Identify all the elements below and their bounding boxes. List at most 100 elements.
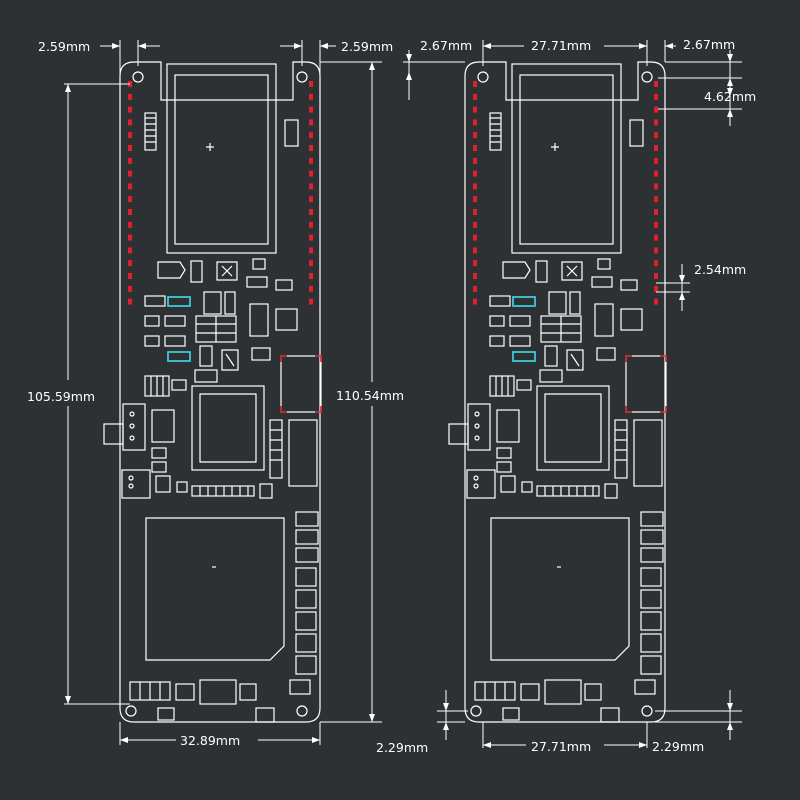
- header-pin: [654, 273, 658, 279]
- right-display-module: [511, 63, 622, 254]
- header-pin: [128, 132, 132, 139]
- dim-right-bottom-left-hole: 2.29mm: [376, 740, 428, 755]
- left-smd-top-left: [144, 112, 157, 151]
- dimension-arrowheads: [65, 43, 733, 748]
- header-pin: [309, 298, 313, 305]
- right-hole-top-right: [641, 71, 653, 83]
- header-pin: [473, 119, 477, 126]
- header-pin: [128, 234, 132, 241]
- right-display-center-mark: [551, 143, 559, 151]
- header-pin: [473, 132, 477, 139]
- left-hole-bottom-right: [296, 705, 308, 717]
- header-pin: [473, 247, 477, 254]
- header-pin: [309, 81, 313, 87]
- header-pin: [473, 221, 477, 228]
- left-usb-connector: [280, 355, 322, 413]
- header-pin: [128, 93, 132, 100]
- dim-left-inner-height: 105.59mm: [27, 389, 95, 404]
- header-pin: [128, 209, 132, 215]
- dim-right-pin-pitch: 2.54mm: [694, 262, 746, 277]
- header-pin: [309, 132, 313, 139]
- header-pin: [128, 221, 132, 228]
- header-pin: [654, 81, 658, 87]
- dim-left-board-width: 32.89mm: [180, 733, 240, 748]
- header-pin: [473, 273, 477, 279]
- header-pin: [309, 273, 313, 279]
- header-pin: [473, 260, 477, 267]
- header-pin: [654, 157, 658, 164]
- header-pin: [309, 106, 313, 113]
- header-pin: [473, 81, 477, 87]
- header-pin: [128, 145, 132, 151]
- header-pin: [128, 260, 132, 267]
- header-pin: [309, 209, 313, 215]
- right-display-window: [519, 74, 614, 245]
- header-pin: [309, 157, 313, 164]
- right-hole-bottom-right: [641, 705, 653, 717]
- header-pin: [128, 157, 132, 164]
- header-pin: [473, 183, 477, 190]
- header-pin: [473, 285, 477, 292]
- right-cyan-led-2: [512, 351, 536, 362]
- left-connector-small: [121, 469, 151, 499]
- left-hole-top-left: [132, 71, 144, 83]
- header-pin: [654, 285, 658, 292]
- dim-left-top-left-margin: 2.59mm: [38, 39, 90, 54]
- right-usb-connector: [625, 355, 667, 413]
- header-pin: [309, 196, 313, 203]
- header-pin: [654, 106, 658, 113]
- pin-headers: [128, 81, 658, 305]
- header-pin: [473, 209, 477, 215]
- header-pin: [128, 183, 132, 190]
- header-pin: [654, 221, 658, 228]
- header-pin: [309, 285, 313, 292]
- left-smd-top-right: [284, 119, 299, 147]
- header-pin: [473, 145, 477, 151]
- header-pin: [473, 196, 477, 203]
- header-pin: [128, 247, 132, 254]
- left-crystal: [157, 261, 186, 279]
- header-pin: [654, 145, 658, 151]
- header-pin: [473, 93, 477, 100]
- header-pin: [309, 247, 313, 254]
- left-usb-corners: [280, 355, 322, 413]
- left-display-center-mark: [206, 143, 214, 151]
- right-radio-module: [490, 517, 630, 661]
- dim-right-bottom-hole-spacing: 27.71mm: [531, 739, 591, 754]
- header-pin: [654, 260, 658, 267]
- header-pin: [309, 145, 313, 151]
- right-mcu-chip: [536, 385, 610, 471]
- header-pin: [128, 106, 132, 113]
- header-pin: [309, 260, 313, 267]
- right-hole-bottom-left: [470, 705, 482, 717]
- header-pin: [309, 221, 313, 228]
- header-pin: [128, 119, 132, 126]
- left-cyan-led-2: [167, 351, 191, 362]
- dimension-lines: [64, 40, 742, 748]
- left-radio-module: [145, 517, 285, 661]
- header-pin: [128, 298, 132, 305]
- left-mcu-chip: [191, 385, 265, 471]
- header-pin: [654, 196, 658, 203]
- header-pin: [654, 170, 658, 177]
- header-pin: [128, 196, 132, 203]
- header-pin: [473, 157, 477, 164]
- dim-right-bottom-right-hole: 2.29mm: [652, 739, 704, 754]
- header-pin: [473, 298, 477, 305]
- header-pin: [309, 119, 313, 126]
- header-pin: [473, 170, 477, 177]
- header-pin: [128, 285, 132, 292]
- header-pin: [654, 93, 658, 100]
- dim-right-top-hole-spacing: 27.71mm: [531, 38, 591, 53]
- dim-left-top-right-margin: 2.59mm: [341, 39, 393, 54]
- left-cyan-led-1: [167, 296, 191, 307]
- header-pin: [473, 106, 477, 113]
- dim-right-top-right-hole: 2.67mm: [683, 37, 735, 52]
- dim-right-top-left-hole: 2.67mm: [420, 38, 472, 53]
- left-board: [103, 61, 322, 723]
- left-mosfet: [216, 261, 238, 281]
- header-pin: [654, 183, 658, 190]
- header-pin: [654, 247, 658, 254]
